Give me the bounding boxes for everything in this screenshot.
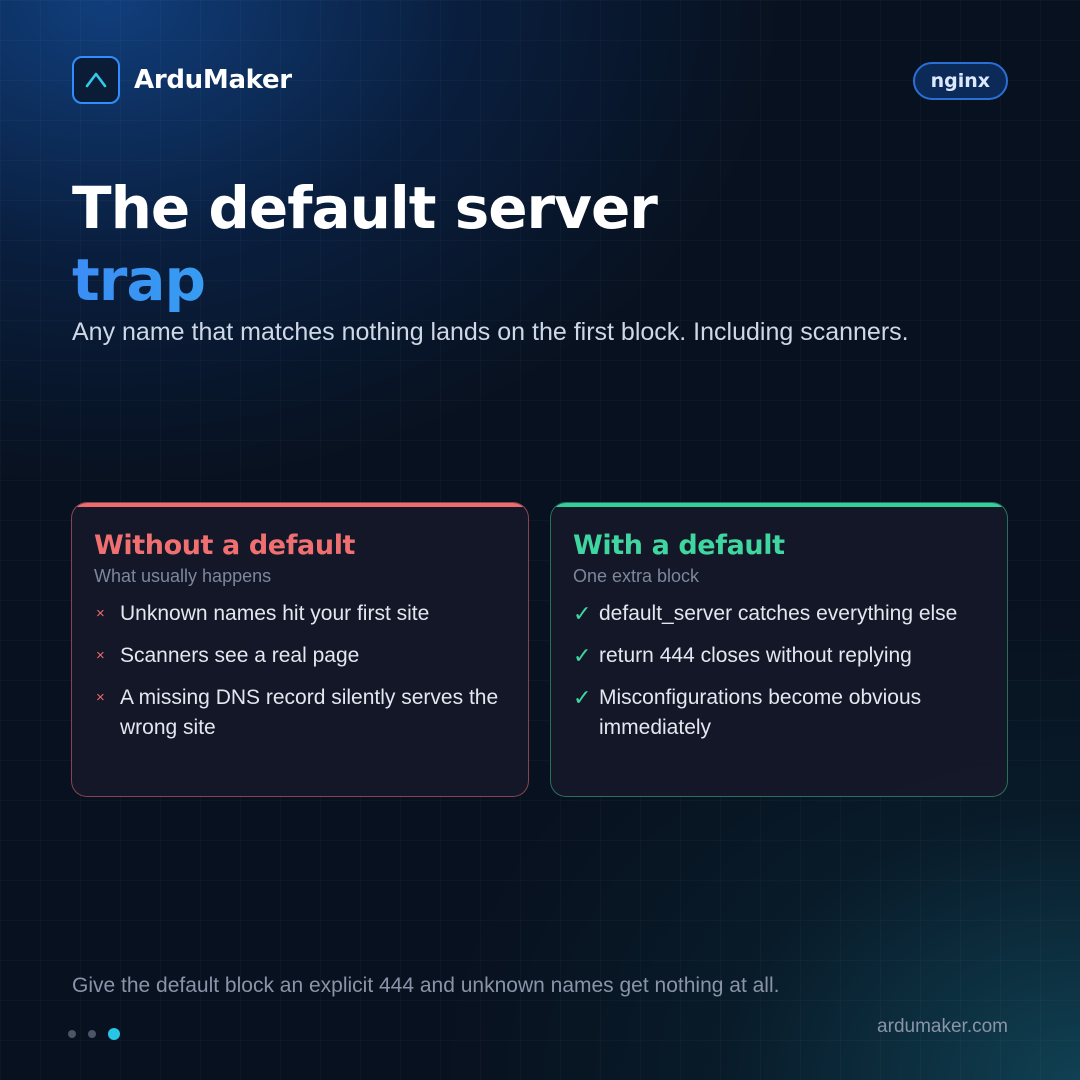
card-list: × Unknown names hit your first site × Sc… [94, 599, 506, 743]
card-title: Without a default [94, 530, 356, 561]
page-title: The default server trap [72, 172, 658, 316]
brand: ArduMaker [72, 56, 292, 104]
list-item-text: return 444 closes without replying [599, 644, 912, 667]
card-accent-bar [72, 503, 528, 507]
title-line-2: trap [72, 244, 657, 316]
list-item-text: default_server catches everything else [599, 602, 958, 625]
list-item-text: Misconfigurations become obvious immedia… [599, 686, 922, 739]
card-accent-bar [551, 503, 1007, 507]
card-title: With a default [573, 530, 785, 561]
subtitle: Any name that matches nothing lands on t… [72, 318, 909, 346]
list-item-text: A missing DNS record silently serves the… [120, 686, 499, 739]
card-without-default: Without a default What usually happens ×… [71, 502, 529, 797]
cross-icon: × [96, 605, 105, 622]
title-line-1: The default server [72, 174, 658, 242]
list-item: × Scanners see a real page [94, 641, 506, 671]
card-with-default: With a default One extra block ✓ default… [550, 502, 1008, 797]
footnote: Give the default block an explicit 444 a… [72, 974, 780, 997]
list-item: ✓ default_server catches everything else [573, 599, 985, 629]
pagination-dot [88, 1030, 96, 1038]
list-item-text: Unknown names hit your first site [120, 602, 430, 625]
pagination-dots [68, 1028, 132, 1040]
topic-tag: nginx [912, 62, 1008, 100]
list-item: × A missing DNS record silently serves t… [94, 683, 506, 743]
card-subtitle: What usually happens [94, 566, 272, 586]
cross-icon: × [96, 689, 105, 706]
cross-icon: × [96, 647, 105, 664]
list-item: × Unknown names hit your first site [94, 599, 506, 629]
card-list: ✓ default_server catches everything else… [573, 599, 985, 743]
check-icon: ✓ [573, 643, 592, 668]
card-subtitle: One extra block [573, 566, 700, 586]
check-icon: ✓ [573, 601, 592, 626]
list-item-text: Scanners see a real page [120, 644, 360, 667]
brand-name: ArduMaker [134, 65, 292, 95]
caret-up-icon [72, 56, 120, 104]
check-icon: ✓ [573, 685, 592, 710]
list-item: ✓ Misconfigurations become obvious immed… [573, 683, 985, 743]
pagination-dot [68, 1030, 76, 1038]
website-url: ardumaker.com [877, 1016, 1008, 1037]
pagination-dot-active [108, 1028, 120, 1040]
list-item: ✓ return 444 closes without replying [573, 641, 985, 671]
